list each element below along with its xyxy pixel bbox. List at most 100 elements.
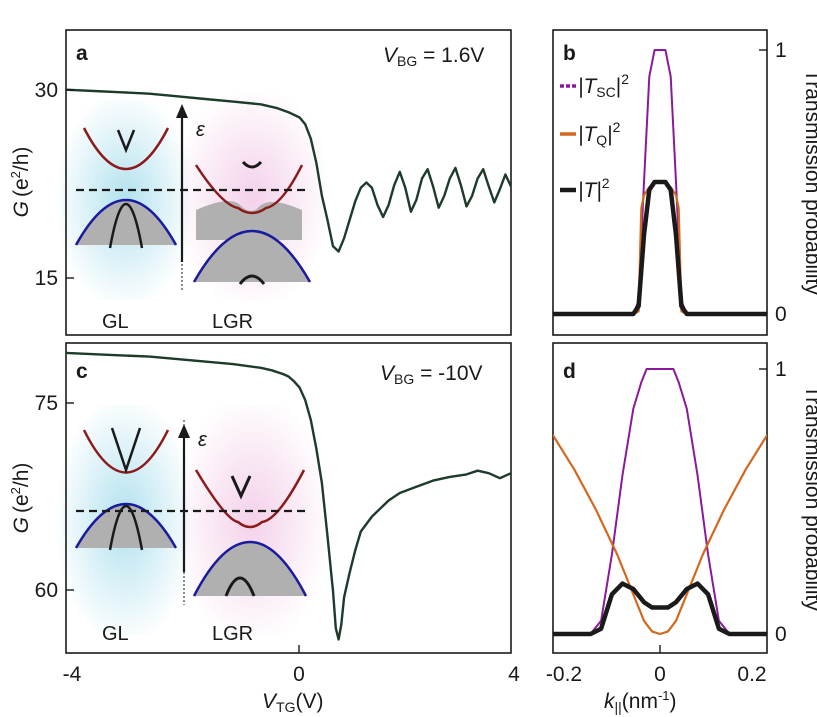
lgr-upper-band bbox=[241, 160, 263, 169]
lgr-label: LGR bbox=[212, 623, 253, 645]
panel-a-vbg: VBG = 1.6V bbox=[383, 44, 484, 69]
vbg-value: = 1.6V bbox=[417, 44, 484, 67]
energy-label: ε bbox=[196, 119, 206, 141]
series-q-line-d bbox=[553, 434, 767, 636]
x-axis-symbol: V bbox=[262, 690, 278, 713]
panel-a-curves bbox=[66, 88, 511, 253]
lgr-glow bbox=[180, 405, 325, 635]
y-axis-unit-sup: 2 bbox=[8, 171, 23, 178]
y-axis-unit-close: /h) bbox=[10, 147, 33, 172]
conductance-line-c bbox=[66, 351, 511, 641]
panel-c-frame bbox=[65, 342, 512, 654]
legend-q-sup: 2 bbox=[613, 119, 621, 135]
gl-dirac-upper bbox=[110, 427, 142, 474]
y-tick-label-c-60: 60 bbox=[35, 579, 58, 602]
lgr-valence-band bbox=[192, 229, 312, 283]
panel-c-vbg: VBG = -10V bbox=[380, 362, 483, 387]
series-sc-line-d bbox=[553, 368, 767, 635]
y-tick-label-a-30: 30 bbox=[35, 79, 58, 102]
legend-sc-label: |TSC|2 bbox=[578, 71, 629, 100]
x-axis-unit: (V) bbox=[295, 690, 323, 713]
panel-c-curves bbox=[66, 351, 511, 641]
x-tick-label-0: 0 bbox=[293, 663, 305, 686]
lgr-label: LGR bbox=[212, 311, 253, 333]
legend-sc-sub: SC bbox=[596, 84, 615, 100]
k-tick-label-02: 0.2 bbox=[737, 663, 766, 686]
right-tick-label-b-0: 0 bbox=[775, 303, 787, 326]
k-axis-label: k||(nm-1) bbox=[604, 688, 677, 715]
y-axis-label-c: G(e2/h) bbox=[8, 463, 33, 534]
vbg-subscript: BG bbox=[397, 53, 417, 69]
panel-a-frame bbox=[65, 29, 512, 336]
y-axis-unit-close: /h) bbox=[10, 463, 33, 488]
legend-sc-post: | bbox=[616, 75, 621, 98]
x-axis-subscript: TG bbox=[276, 699, 295, 715]
gl-label: GL bbox=[102, 311, 129, 333]
legend-q-post: | bbox=[607, 123, 612, 146]
inset-panel-a: ε GL LGR bbox=[60, 95, 325, 333]
legend-t-sup: 2 bbox=[602, 175, 610, 191]
panel-d-letter: d bbox=[563, 360, 576, 383]
k-axis-unit: (nm bbox=[622, 690, 658, 713]
lgr-upper-band bbox=[230, 475, 252, 500]
panel-b-frame bbox=[552, 29, 768, 336]
y-tick-label-c-75: 75 bbox=[35, 392, 58, 415]
k-axis-unit-close: ) bbox=[670, 690, 677, 713]
energy-arrowhead bbox=[178, 424, 190, 438]
legend-sc-main: |T bbox=[578, 75, 598, 98]
x-axis-label: VTG(V) bbox=[262, 690, 323, 715]
panel-b-curves bbox=[553, 49, 767, 317]
y-axis-unit: (e bbox=[10, 178, 33, 197]
lgr-conduction-band bbox=[194, 469, 306, 529]
right-tick-label-b-1: 1 bbox=[775, 39, 787, 62]
lgr-valence-band bbox=[192, 540, 308, 597]
right-tick-label-d-0: 0 bbox=[775, 623, 787, 646]
lgr-fill-top bbox=[196, 201, 302, 240]
right-axis-label-b: Transmission probability bbox=[801, 69, 817, 295]
vbg-symbol: V bbox=[380, 362, 396, 385]
y-axis-unit-sup: 2 bbox=[8, 487, 23, 494]
inset-panel-c: ε GL LGR bbox=[60, 405, 325, 645]
k-axis-subscript: || bbox=[615, 699, 622, 715]
legend-sc-sup: 2 bbox=[621, 71, 629, 87]
legend-q-label: |TQ|2 bbox=[578, 119, 621, 148]
right-tick-label-d-1: 1 bbox=[775, 358, 787, 381]
panel-c-letter: c bbox=[76, 360, 88, 383]
y-axis-label-a: G (e2/h) bbox=[8, 147, 33, 218]
legend-q-main: |T bbox=[578, 123, 598, 146]
gl-dirac-lower bbox=[108, 202, 144, 249]
conductance-line-a bbox=[66, 88, 511, 253]
gl-valence-band bbox=[74, 503, 178, 549]
gl-label: GL bbox=[102, 623, 129, 645]
y-axis-unit: (e bbox=[10, 494, 33, 513]
right-axis-label-d: Transmission probability bbox=[801, 385, 817, 611]
gl-valence-band bbox=[74, 198, 178, 246]
legend-t-main: |T| bbox=[578, 179, 602, 202]
gl-dirac-lower bbox=[108, 504, 144, 551]
vbg-value: = -10V bbox=[414, 362, 482, 385]
legend-t-label: |T|2 bbox=[578, 175, 610, 202]
legend: |TSC|2 |TQ|2 |T|2 bbox=[560, 71, 629, 202]
y-tick-label-a-15: 15 bbox=[35, 267, 58, 290]
x-tick-label-minus4: -4 bbox=[63, 663, 82, 686]
k-axis-symbol: k bbox=[604, 690, 616, 713]
lgr-conduction-band bbox=[194, 164, 304, 215]
series-t-line-b bbox=[553, 179, 767, 317]
legend-q-sub: Q bbox=[596, 132, 607, 148]
x-tick-label-4: 4 bbox=[508, 663, 520, 686]
lgr-lower-band bbox=[224, 576, 256, 597]
k-tick-label-minus02: -0.2 bbox=[546, 663, 582, 686]
vbg-symbol: V bbox=[383, 44, 399, 67]
gl-conduction-band bbox=[82, 127, 170, 171]
panel-b-letter: b bbox=[563, 42, 576, 65]
lgr-lower-band bbox=[238, 274, 266, 285]
panel-d-curves bbox=[553, 368, 767, 637]
gl-dirac-upper bbox=[116, 129, 136, 154]
k-axis-unit-sup: -1 bbox=[658, 688, 670, 703]
panel-a-letter: a bbox=[76, 42, 88, 65]
y-axis-symbol: G bbox=[10, 201, 33, 217]
vbg-subscript: BG bbox=[394, 371, 414, 387]
energy-arrowhead bbox=[176, 104, 188, 118]
energy-label: ε bbox=[198, 429, 208, 451]
